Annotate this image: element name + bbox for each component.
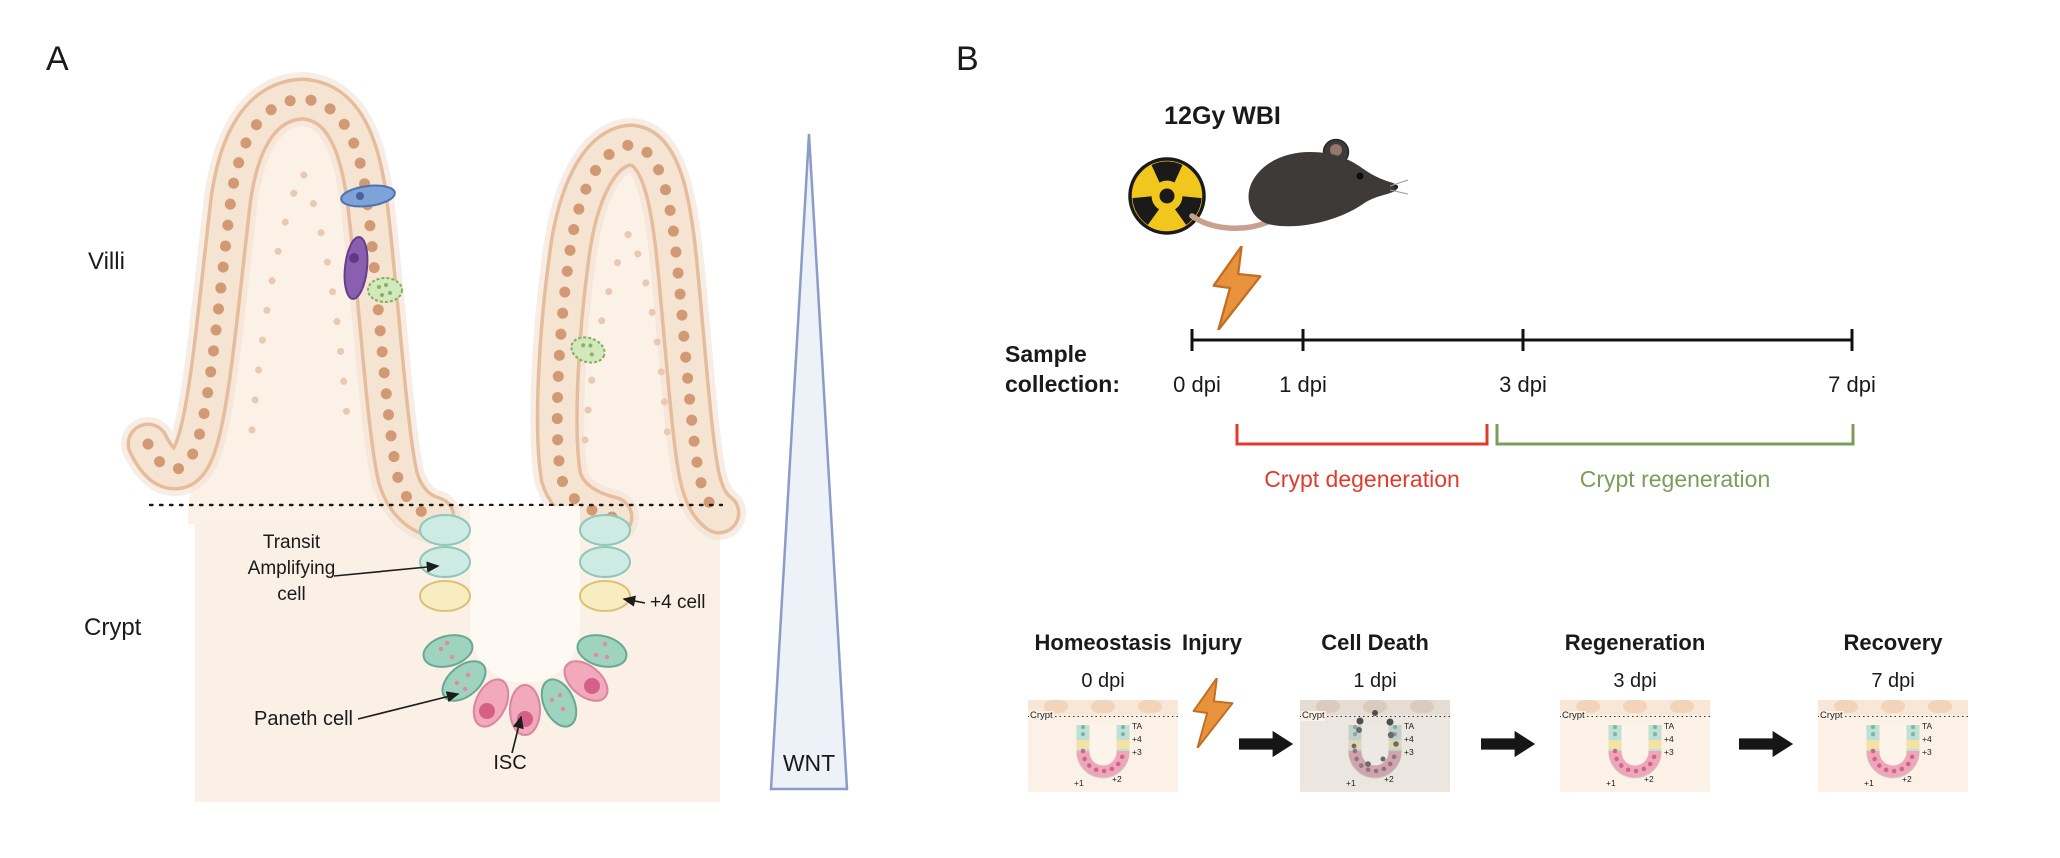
crypt-cells [419, 514, 631, 736]
mini-plus4-label: +4 [1922, 734, 1932, 744]
stage-title-regeneration: Regeneration [1564, 630, 1706, 655]
mini-plus4-label: +4 [1132, 734, 1142, 744]
crypt-degeneration-label: Crypt degeneration [1264, 466, 1460, 492]
lightning-bolt-icon [1212, 246, 1262, 330]
homeostasis-crypt-diagram: Crypt TA +4 +3 +1 +2 [1028, 700, 1178, 792]
enteroendocrine-cell-icon [343, 236, 369, 300]
wnt-gradient-triangle [769, 133, 849, 791]
wnt-label: WNT [782, 750, 836, 776]
panel-b-label: B [956, 40, 979, 78]
stage-title-injury: Injury [1182, 630, 1242, 655]
mini-plus2-label: +2 [1112, 774, 1122, 784]
regeneration-bracket [1495, 424, 1855, 446]
irradiation-dose-label: 12Gy WBI [1164, 102, 1281, 130]
annotation-pointer-lines [333, 561, 646, 754]
mini-plus3-label: +3 [1132, 747, 1142, 757]
cell-death-crypt-diagram: Crypt TA +4 +3 +1 +2 [1300, 700, 1450, 792]
mini-plus1-label: +1 [1074, 778, 1084, 788]
stage-arrow-icon [1739, 730, 1794, 758]
timeline-tick-label: 0 dpi [1173, 372, 1221, 397]
panel-a-label: A [46, 40, 69, 78]
stage-title-homeostasis: Homeostasis [1034, 630, 1172, 655]
stage-title-cell-death: Cell Death [1321, 630, 1429, 655]
paneth-cell-label: Paneth cell [254, 708, 353, 730]
timeline [1190, 329, 1854, 351]
mini-plus2-label: +2 [1384, 774, 1394, 784]
villi-label: Villi [88, 248, 125, 275]
goblet-cell-icon [367, 277, 403, 303]
stage-title-recovery: Recovery [1843, 630, 1943, 655]
crypt-label: Crypt [84, 614, 142, 641]
sample-collection-label: Sample collection: [1005, 341, 1121, 397]
crypt-regeneration-label: Crypt regeneration [1579, 466, 1771, 492]
timeline-tick-label: 3 dpi [1499, 372, 1547, 397]
stage-dpi: 0 dpi [1081, 670, 1125, 692]
mouse-icon [1189, 138, 1409, 231]
mini-plus3-label: +3 [1664, 747, 1674, 757]
stage-arrow-icon [1239, 730, 1294, 758]
regeneration-crypt-diagram: Crypt TA +4 +3 +1 +2 [1560, 700, 1710, 792]
mini-ta-label: TA [1132, 721, 1143, 731]
radiation-icon [1128, 157, 1206, 235]
villi-crypt-illustration [121, 71, 849, 802]
mini-crypt-label: Crypt [1301, 710, 1326, 721]
mini-ta-label: TA [1404, 721, 1415, 731]
villus-epithelium [121, 71, 746, 544]
experiment-schematic [1128, 138, 1855, 758]
recovery-crypt-diagram: Crypt TA +4 +3 +1 +2 [1818, 700, 1968, 792]
stage-dpi: 1 dpi [1353, 670, 1397, 692]
plus4-cell-label: +4 cell [650, 592, 706, 613]
stage-dpi: 3 dpi [1613, 670, 1657, 692]
mini-plus2-label: +2 [1902, 774, 1912, 784]
stage-arrow-icon [1481, 730, 1536, 758]
mini-plus2-label: +2 [1644, 774, 1654, 784]
mini-ta-label: TA [1922, 721, 1933, 731]
transit-amplifying-cell-label: Transit Amplifying cell [247, 532, 336, 605]
isc-label: ISC [493, 752, 527, 774]
goblet-cell-icon [570, 336, 606, 364]
mini-plus4-label: +4 [1664, 734, 1674, 744]
injury-bolt-icon [1192, 678, 1234, 748]
mini-crypt-label: Crypt [1561, 710, 1586, 721]
mini-plus3-label: +3 [1922, 747, 1932, 757]
mini-crypt-art [1300, 700, 1450, 792]
dead-cell-debris [1351, 710, 1399, 767]
mini-plus1-label: +1 [1346, 778, 1356, 788]
mini-crypt-label: Crypt [1819, 710, 1844, 721]
mini-plus1-label: +1 [1606, 778, 1616, 788]
mini-plus4-label: +4 [1404, 734, 1414, 744]
mini-crypt-label: Crypt [1029, 710, 1054, 721]
degeneration-bracket [1235, 424, 1489, 446]
stage-dpi: 7 dpi [1871, 670, 1915, 692]
mini-plus1-label: +1 [1864, 778, 1874, 788]
tuft-cell-icon [340, 184, 396, 208]
mini-ta-label: TA [1664, 721, 1675, 731]
timeline-tick-label: 1 dpi [1279, 372, 1327, 397]
timeline-tick-label: 7 dpi [1828, 372, 1876, 397]
mini-plus3-label: +3 [1404, 747, 1414, 757]
